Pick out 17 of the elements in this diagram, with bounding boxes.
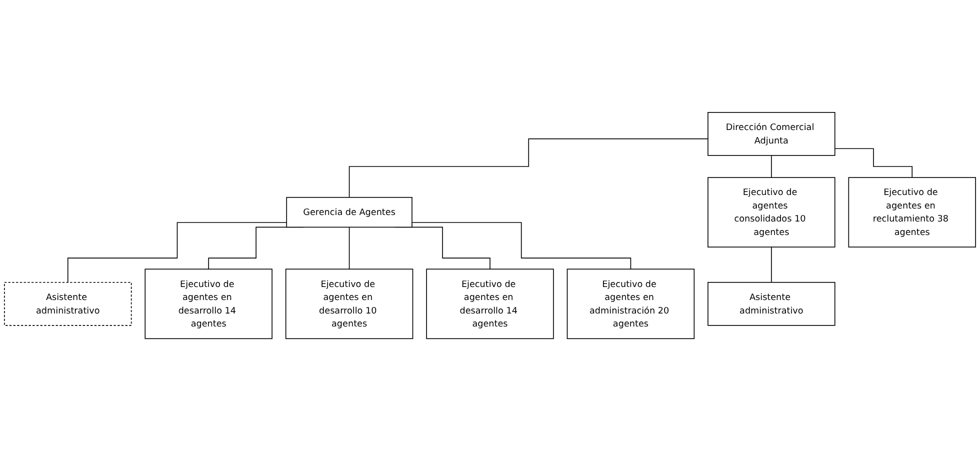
node-box: Ejecutivo de agentes en reclutamiento 38 agentes — [848, 178, 976, 248]
connector — [771, 247, 772, 284]
connector — [67, 222, 288, 284]
connector — [348, 227, 350, 270]
node-box: Asistente administrativo — [4, 282, 132, 326]
node-box: Ejecutivo de agentes en administración 20 agentes — [566, 269, 695, 340]
node-box: Ejecutivo de agentes en desarrollo 14 agentes — [144, 269, 272, 340]
node-box: Gerencia de Agentes — [286, 197, 412, 228]
connector — [771, 156, 772, 178]
connector — [834, 148, 913, 178]
node-box: Ejecutivo de agentes en desarrollo 14 agentes — [426, 269, 554, 340]
node-box: Ejecutivo de agentes consolidados 10 agentes — [708, 178, 836, 248]
node-box: Dirección Comercial Adjunta — [708, 112, 836, 156]
connector — [412, 222, 632, 270]
node-box: Ejecutivo de agentes en desarrollo 10 agentes — [285, 269, 414, 340]
node-box: Asistente administrativo — [708, 282, 836, 326]
connector — [348, 138, 708, 198]
